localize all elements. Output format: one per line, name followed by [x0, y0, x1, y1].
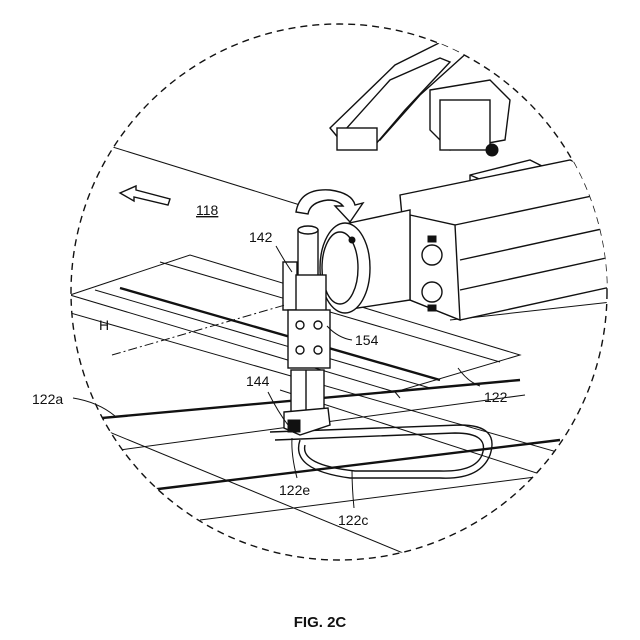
label-122: 122: [484, 389, 508, 405]
label-142: 142: [249, 229, 273, 245]
label-122e: 122e: [279, 482, 310, 498]
label-122a: 122a: [32, 391, 63, 407]
label-118: 118: [196, 202, 219, 218]
label-122c: 122c: [338, 512, 368, 528]
label-144: 144: [246, 373, 270, 389]
extrusion-rail: [400, 160, 620, 320]
direction-arrow: [120, 186, 170, 205]
rotation-arrow: [296, 190, 363, 222]
label-h: H: [99, 317, 109, 333]
figure-caption: FIG. 2C: [294, 614, 347, 631]
sheet-122a: [80, 380, 590, 560]
rotary-actuator: [320, 210, 410, 313]
drawing-content: [60, 40, 630, 560]
axis-h-line: [112, 305, 285, 355]
label-154: 154: [355, 332, 379, 348]
